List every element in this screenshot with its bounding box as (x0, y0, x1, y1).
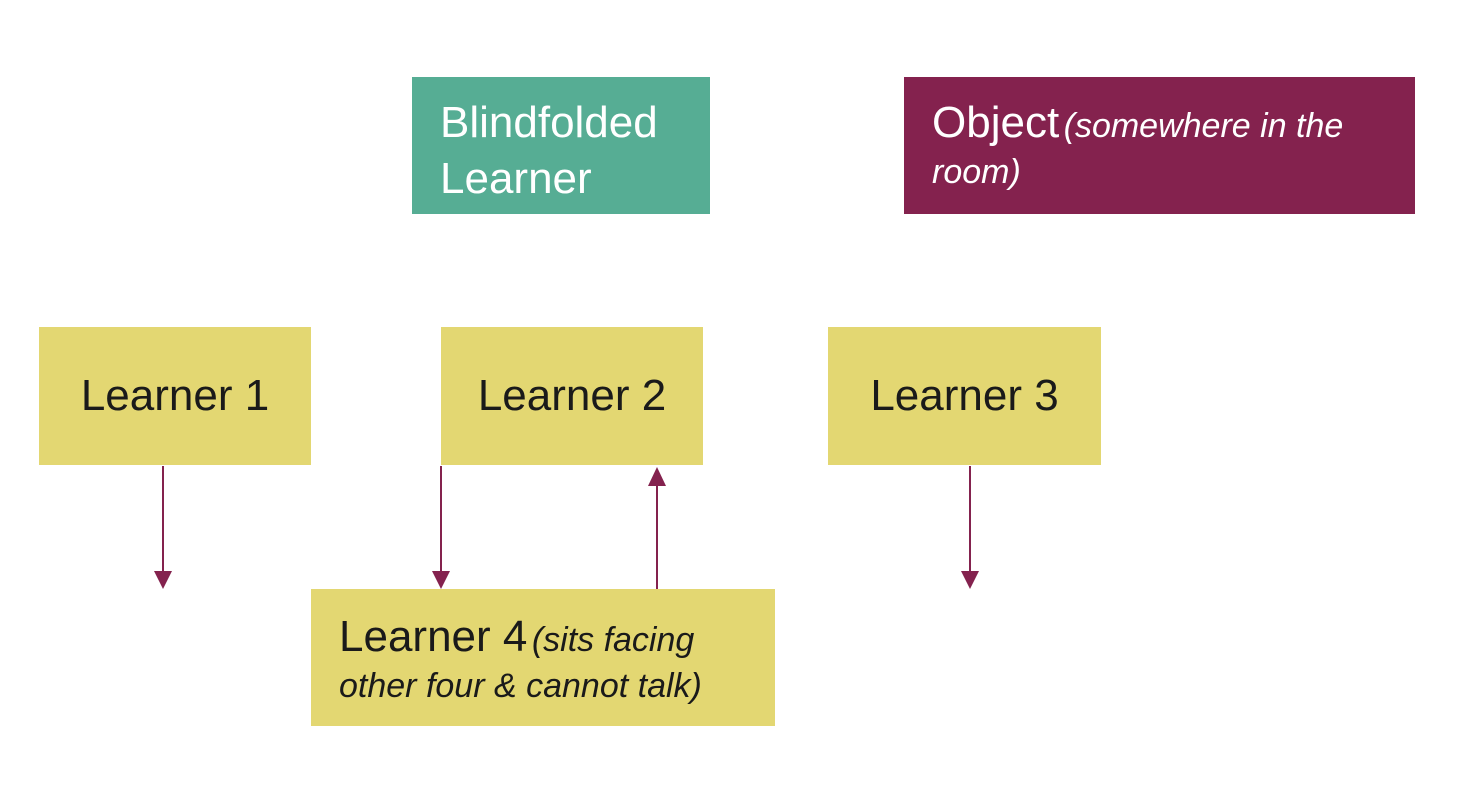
arrow-learner2-to-learner4 (432, 466, 450, 589)
object-label: Object (932, 98, 1060, 147)
learner-3-label: Learner 3 (870, 370, 1059, 420)
learner-3-box: Learner 3 (828, 327, 1101, 465)
arrow-learner3-down (961, 466, 979, 589)
object-box: Object (somewhere in the room) (904, 77, 1415, 214)
learner-2-box: Learner 2 (441, 327, 703, 465)
blindfolded-learner-label: Blindfolded Learner (440, 98, 658, 204)
learner-4-box: Learner 4 (sits facing other four & cann… (311, 589, 775, 726)
object-note: (somewhere in the room) (932, 107, 1344, 192)
learner-1-label: Learner 1 (80, 370, 270, 420)
blindfolded-learner-box: Blindfolded Learner (412, 77, 710, 214)
learner-4-note: (sits facing other four & cannot talk) (339, 621, 702, 706)
learner-4-label: Learner 4 (339, 612, 528, 661)
learner-1-box: Learner 1 (39, 327, 311, 465)
arrow-learner4-to-learner2 (648, 467, 666, 589)
learner-2-label: Learner 2 (477, 370, 667, 420)
arrow-learner1-down (154, 466, 172, 589)
